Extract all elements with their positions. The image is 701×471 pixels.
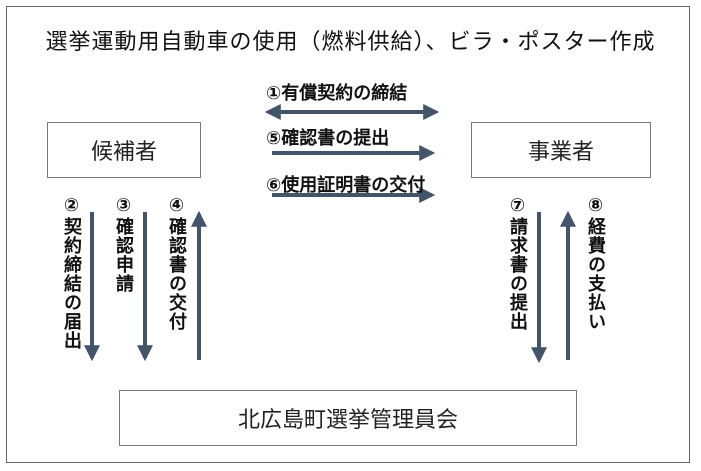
- step-7-label: ⑦請求書の提出: [507, 195, 528, 331]
- diagram-title: 選挙運動用自動車の使用（燃料供給）、ビラ・ポスター作成: [45, 30, 656, 55]
- step-8-label: ⑧経費の支払い: [585, 195, 606, 331]
- committee-label: 北広島町選挙管理員会: [237, 408, 458, 433]
- candidate-label: 候補者: [90, 140, 157, 165]
- committee-box: 北広島町選挙管理員会: [119, 390, 577, 446]
- vendor-label: 事業者: [527, 140, 594, 165]
- diagram-frame: [6, 6, 690, 463]
- candidate-box: 候補者: [47, 122, 201, 178]
- step-2-label: ②契約締結の届出: [61, 195, 82, 350]
- vendor-box: 事業者: [471, 122, 651, 178]
- step-6-label: ⑥使用証明書の交付: [266, 175, 426, 196]
- step-5-label: ⑤確認書の提出: [266, 128, 390, 149]
- step-4-label: ④確認書の交付: [166, 195, 187, 331]
- step-3-label: ③確認申請: [113, 195, 134, 293]
- step-1-label: ①有償契約の締結: [266, 83, 408, 104]
